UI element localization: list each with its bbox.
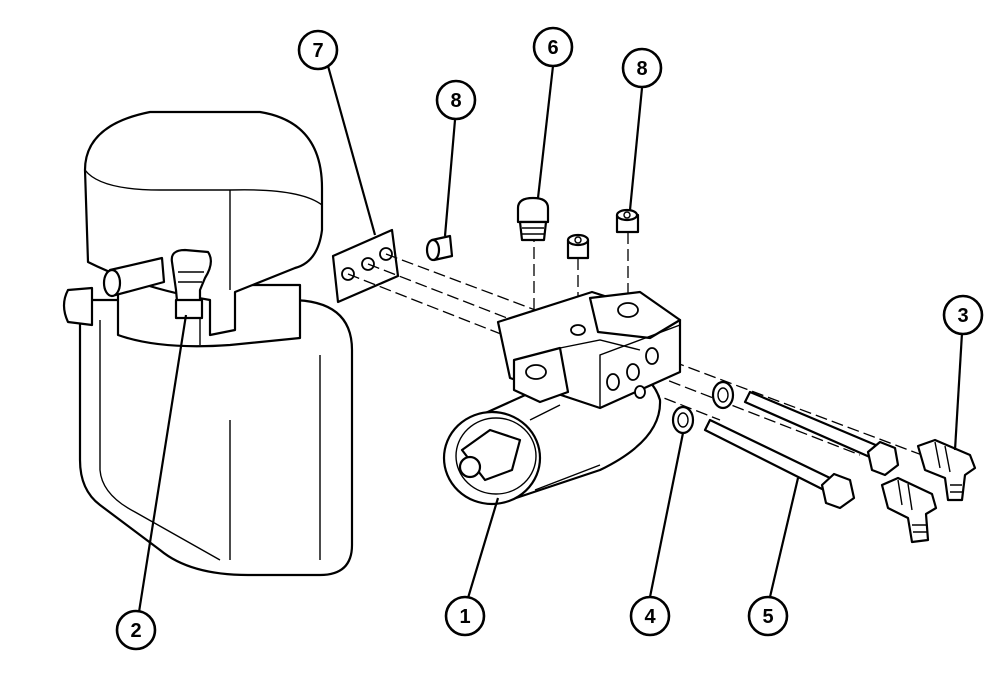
callout-5: 5 xyxy=(747,595,789,637)
callout-1: 1 xyxy=(444,595,486,637)
valve-block xyxy=(496,290,682,410)
callout-3: 3 xyxy=(942,294,984,336)
elbow-fitting-upper xyxy=(916,438,977,502)
callout-4-label: 4 xyxy=(644,606,656,628)
callout-6-label: 6 xyxy=(547,37,558,59)
set-screw-center xyxy=(566,233,590,260)
callout-8-right-label: 8 xyxy=(636,58,647,80)
washer-upper xyxy=(711,380,735,410)
callout-7-label: 7 xyxy=(312,40,323,62)
plug-right xyxy=(615,208,640,234)
bolt-upper xyxy=(743,390,900,477)
leader-lines xyxy=(137,65,964,613)
callout-7: 7 xyxy=(297,29,339,71)
callout-4: 4 xyxy=(629,595,671,637)
callout-1-label: 1 xyxy=(459,606,470,628)
fitting-top xyxy=(516,196,550,242)
callout-2-label: 2 xyxy=(130,620,141,642)
callout-5-label: 5 xyxy=(762,606,773,628)
callout-8-left-label: 8 xyxy=(450,90,461,112)
reservoir-tank xyxy=(62,110,354,577)
callout-3-label: 3 xyxy=(957,305,968,327)
elbow-fitting-lower xyxy=(880,476,938,544)
callout-2: 2 xyxy=(115,609,157,651)
washer-lower xyxy=(671,405,695,435)
callout-8-left: 8 xyxy=(435,79,477,121)
gasket-plate xyxy=(331,228,400,304)
plug-left xyxy=(425,234,454,262)
bolt-lower xyxy=(703,418,856,510)
callout-6: 6 xyxy=(532,26,574,68)
callout-8-right: 8 xyxy=(621,47,663,89)
